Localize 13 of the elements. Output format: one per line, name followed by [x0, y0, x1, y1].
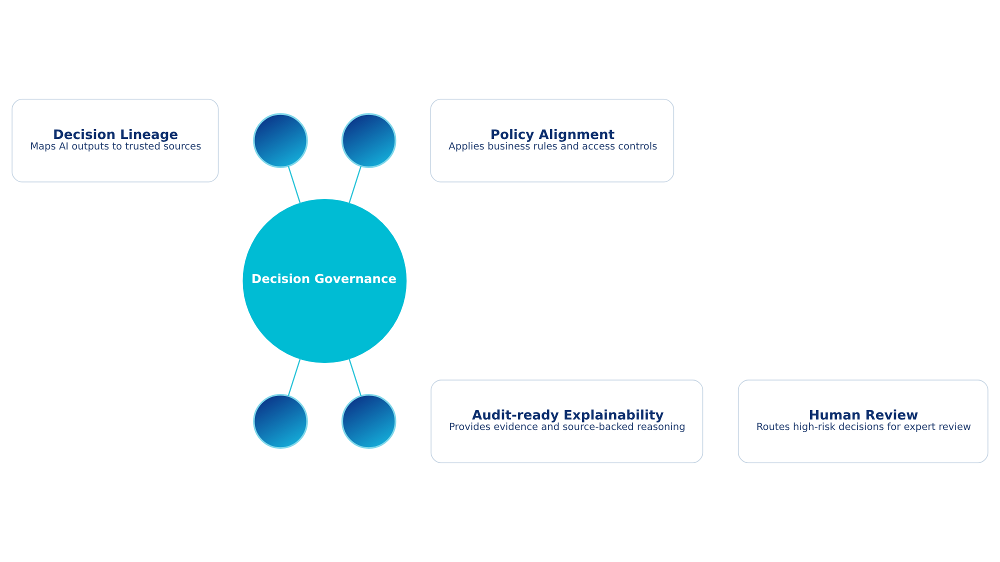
connector [288, 358, 301, 396]
node-box: Audit-ready Explainability Provides evidence and source-backed reasoning [430, 380, 704, 464]
node-circle [341, 394, 396, 449]
node-box: Policy Alignment Applies business rules and access controls [430, 98, 674, 182]
connector [348, 358, 362, 396]
connector [288, 166, 301, 204]
connector [348, 166, 362, 204]
node-box: Human Review Routes high-risk decisions for expert review [738, 380, 988, 464]
node-circle: Decision Governance [242, 199, 407, 363]
node-circle [341, 113, 396, 168]
node-box: Decision Lineage Maps AI outputs to trusted sources [12, 98, 219, 182]
node-circle [253, 394, 308, 449]
node-circle [253, 113, 308, 168]
